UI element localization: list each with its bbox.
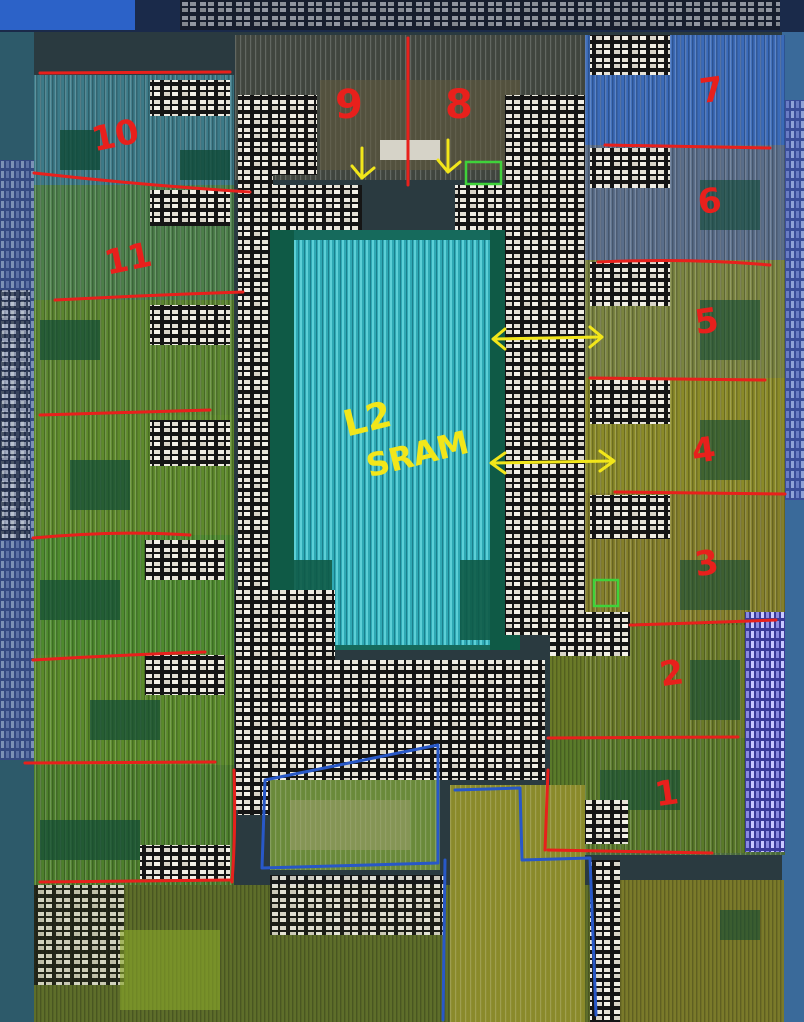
- yellow-annotation-arrows: [350, 138, 616, 475]
- region-divider-lines: [23, 36, 787, 884]
- green-marker-top: [464, 160, 503, 186]
- region-label: 8: [445, 82, 473, 128]
- region-label: 10: [88, 111, 143, 160]
- region-label: 11: [101, 235, 156, 284]
- green-marker-right: [592, 578, 620, 608]
- region-label: 7: [697, 69, 726, 112]
- region-label: 1: [652, 772, 681, 815]
- region-label: 6: [695, 180, 724, 223]
- region-label: 4: [689, 429, 718, 472]
- region-label: 3: [692, 542, 721, 585]
- blue-outline-annotations: [260, 743, 598, 1022]
- region-number-labels: 1 2 3 4 5 6 7 8 9 10 11: [88, 69, 726, 815]
- region-label: 5: [692, 300, 721, 343]
- region-label: 2: [657, 652, 686, 695]
- region-label: 9: [335, 82, 363, 128]
